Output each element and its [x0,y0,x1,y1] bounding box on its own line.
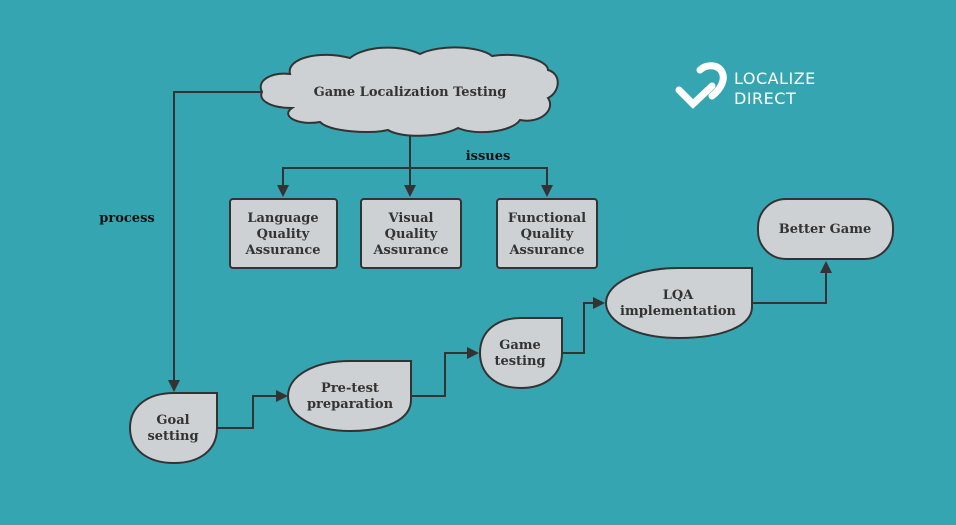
arrowhead [404,185,416,197]
edge-issues-branch [282,167,548,186]
cloud-label: Game Localization Testing [314,85,507,100]
process-node-line: LQA [663,288,694,303]
arrowhead [593,297,605,309]
qa-node-visual[interactable]: Visual Quality Assurance [360,198,462,269]
qa-node-line: Assurance [372,243,448,258]
qa-node-line: Visual [388,211,434,226]
edge-label-issues: issues [466,149,511,164]
result-label: Better Game [779,222,871,237]
arrowhead [277,185,289,197]
qa-node-line: Language [247,211,318,226]
qa-node-functional[interactable]: Functional Quality Assurance [496,198,598,269]
qa-node-language[interactable]: Language Quality Assurance [229,198,338,269]
process-node-line: Goal [156,413,189,428]
edge-lqa-to-better [752,271,827,304]
qa-node-line: Functional [508,211,586,226]
arrowhead [467,347,479,359]
localize-direct-logo: LOCALIZE DIRECT [675,62,816,109]
cloud-node-game-localization-testing[interactable] [259,46,559,137]
edge-process [173,91,262,382]
process-node-goal-setting[interactable]: Goal setting [128,392,218,465]
process-node-game-testing[interactable]: Game testing [478,317,563,390]
result-node-better-game[interactable]: Better Game [757,198,894,260]
arrowhead [541,185,553,197]
process-node-line: implementation [620,304,737,319]
arrowhead [276,390,288,402]
qa-node-line: Quality [257,227,310,242]
qa-node-line: Quality [521,227,574,242]
qa-node-line: Assurance [244,243,320,258]
edge-testing-to-lqa [562,302,595,354]
edge-pretest-to-testing [411,352,469,397]
process-node-line: preparation [307,397,394,412]
arrowhead [820,261,832,273]
process-node-line: testing [494,354,545,369]
edge-label-process: process [99,211,154,226]
logo-line1: LOCALIZE [734,69,816,88]
process-node-line: Pre-test [321,381,379,396]
qa-node-line: Quality [385,227,438,242]
process-node-pre-test-preparation[interactable]: Pre-test preparation [286,360,412,433]
process-node-line: setting [147,429,198,444]
process-node-line: Game [499,338,541,353]
localize-direct-logo-icon [675,62,727,109]
qa-node-line: Assurance [508,243,584,258]
edge-goal-to-pretest [217,395,278,429]
process-node-lqa-implementation[interactable]: LQA implementation [604,267,753,340]
arrowhead [168,380,180,392]
logo-line2: DIRECT [734,89,796,108]
